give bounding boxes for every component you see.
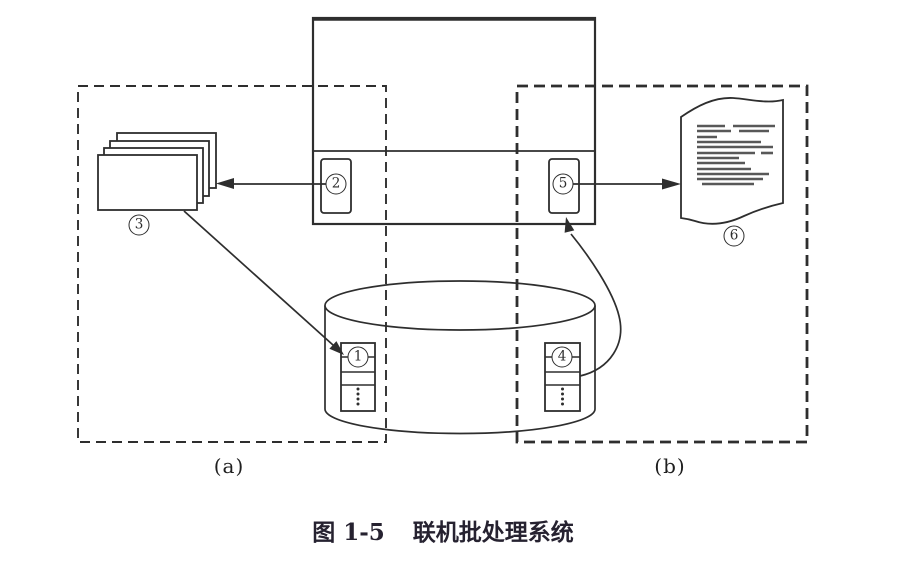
region-label-a: (a) xyxy=(213,454,245,478)
disk-top-ellipse xyxy=(324,280,596,331)
callout-5-printer-port: 5 xyxy=(552,173,574,195)
computer-body xyxy=(311,16,597,226)
dashed-region-a xyxy=(77,85,387,443)
arrow-cards-to-disk xyxy=(183,210,344,355)
figure-caption: 图 1-5 联机批处理系统 xyxy=(312,513,574,547)
card-front xyxy=(97,154,198,211)
arrows xyxy=(183,178,681,377)
callout-6-printout: 6 xyxy=(723,225,745,247)
arrow-computer-to-printout xyxy=(563,178,681,190)
callout-2-card-reader: 2 xyxy=(325,173,347,195)
ellipsis-dots-icon xyxy=(561,387,564,406)
callout-1-disk-input: 1 xyxy=(347,346,369,368)
printout-text-lines xyxy=(697,124,775,186)
arrow-disk-to-printer xyxy=(564,217,622,377)
card-stack xyxy=(97,132,217,211)
printout-document xyxy=(680,97,784,225)
ellipsis-dots-icon xyxy=(356,387,360,406)
dashed-region-b xyxy=(515,84,809,444)
arrow-computer-to-cards xyxy=(216,178,336,189)
region-label-b: (b) xyxy=(654,454,686,478)
callout-4-disk-output: 4 xyxy=(551,346,573,368)
disk-body xyxy=(324,305,596,435)
callout-3-card-stack: 3 xyxy=(128,214,150,236)
computer-unit xyxy=(311,16,597,226)
figure-caption-title: 联机批处理系统 xyxy=(412,519,574,546)
figure-caption-number: 图 1-5 xyxy=(312,519,385,546)
printout-paper-shape xyxy=(680,97,784,225)
disk-cylinder xyxy=(324,280,596,435)
